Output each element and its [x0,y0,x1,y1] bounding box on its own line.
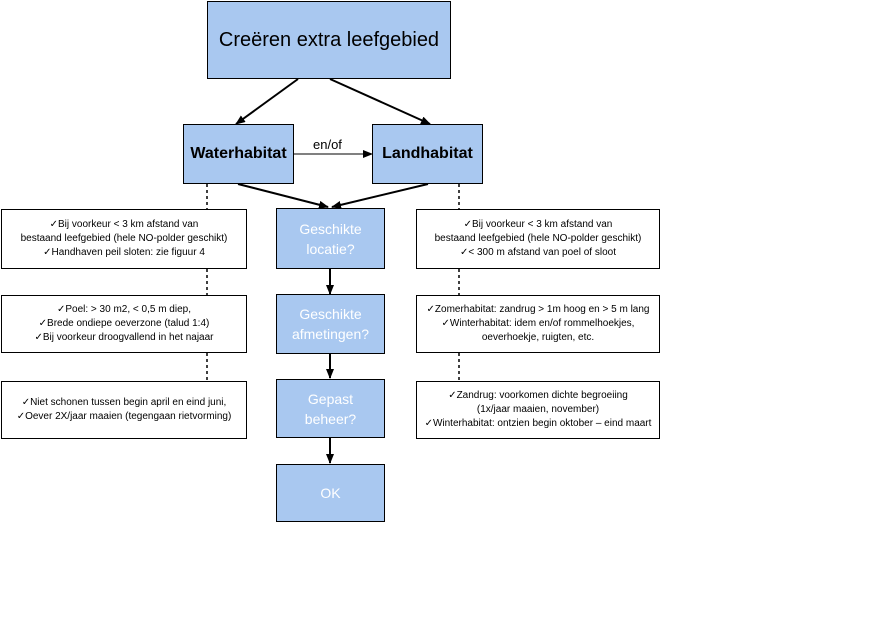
land-note-beheer: ✓Zandrug: voorkomen dichte begroeiing (1… [416,381,660,439]
arrow-land-to-locatie [331,183,429,209]
note-line: ✓Oever 2X/jaar maaien (tegengaan rietvor… [16,411,232,422]
water-habitat-label: Waterhabitat [190,145,287,162]
water-note-locatie: ✓Bij voorkeur < 3 km afstand van bestaan… [1,209,247,269]
note-line: ✓Handhaven peil sloten: zie figuur 4 [43,247,205,258]
note-line: ✓Poel: > 30 m2, < 0,5 m diep, [56,304,191,315]
arrow-main-to-land [329,78,431,125]
note-line: ✓Zandrug: voorkomen dichte begroeiing [448,390,628,401]
note-line: ✓Bij voorkeur droogvallend in het najaar [34,332,214,343]
land-habitat-box: Landhabitat [372,124,483,184]
note-line: ✓Brede ondiepe oeverzone (talud 1:4) [38,318,210,329]
step-afmetingen-box: Geschikte afmetingen? [276,294,385,354]
step-afmetingen-label: Geschikte afmetingen? [291,306,370,342]
water-note-beheer: ✓Niet schonen tussen begin april en eind… [1,381,247,439]
note-line: ✓Bij voorkeur < 3 km afstand van [463,219,613,230]
note-line: ✓Bij voorkeur < 3 km afstand van [49,219,199,230]
note-line: (1x/jaar maaien, november) [476,404,600,415]
land-habitat-label: Landhabitat [382,145,473,162]
step-beheer-box: Gepast beheer? [276,379,385,438]
main-goal-box: Creëren extra leefgebied [207,1,451,79]
note-line: ✓< 300 m afstand van poel of sloot [460,247,616,258]
step-locatie-label: Geschikte locatie? [299,220,362,257]
enof-label: en/of [313,137,342,152]
step-beheer-label: Gepast beheer? [304,390,357,427]
main-goal-label: Creëren extra leefgebied [218,28,440,51]
note-line: ✓Winterhabitat: ontzien begin oktober – … [424,418,652,429]
note-line: ✓Winterhabitat: idem en/of rommelhoekjes… [441,318,635,329]
note-line: oeverhoekje, ruigten, etc. [481,332,595,343]
arrow-water-to-locatie [237,183,329,209]
step-ok-box: OK [276,464,385,522]
land-note-afmetingen: ✓Zomerhabitat: zandrug > 1m hoog en > 5 … [416,295,660,353]
step-locatie-box: Geschikte locatie? [276,208,385,269]
note-line: bestaand leefgebied (hele NO-polder gesc… [434,233,642,244]
note-line: bestaand leefgebied (hele NO-polder gesc… [20,233,228,244]
note-line: ✓Niet schonen tussen begin april en eind… [21,397,227,408]
note-line: ✓Zomerhabitat: zandrug > 1m hoog en > 5 … [426,304,650,315]
step-ok-label: OK [320,485,341,501]
water-habitat-box: Waterhabitat [183,124,294,184]
arrow-main-to-water [235,78,299,125]
land-note-locatie: ✓Bij voorkeur < 3 km afstand van bestaan… [416,209,660,269]
water-note-afmetingen: ✓Poel: > 30 m2, < 0,5 m diep, ✓Brede ond… [1,295,247,353]
